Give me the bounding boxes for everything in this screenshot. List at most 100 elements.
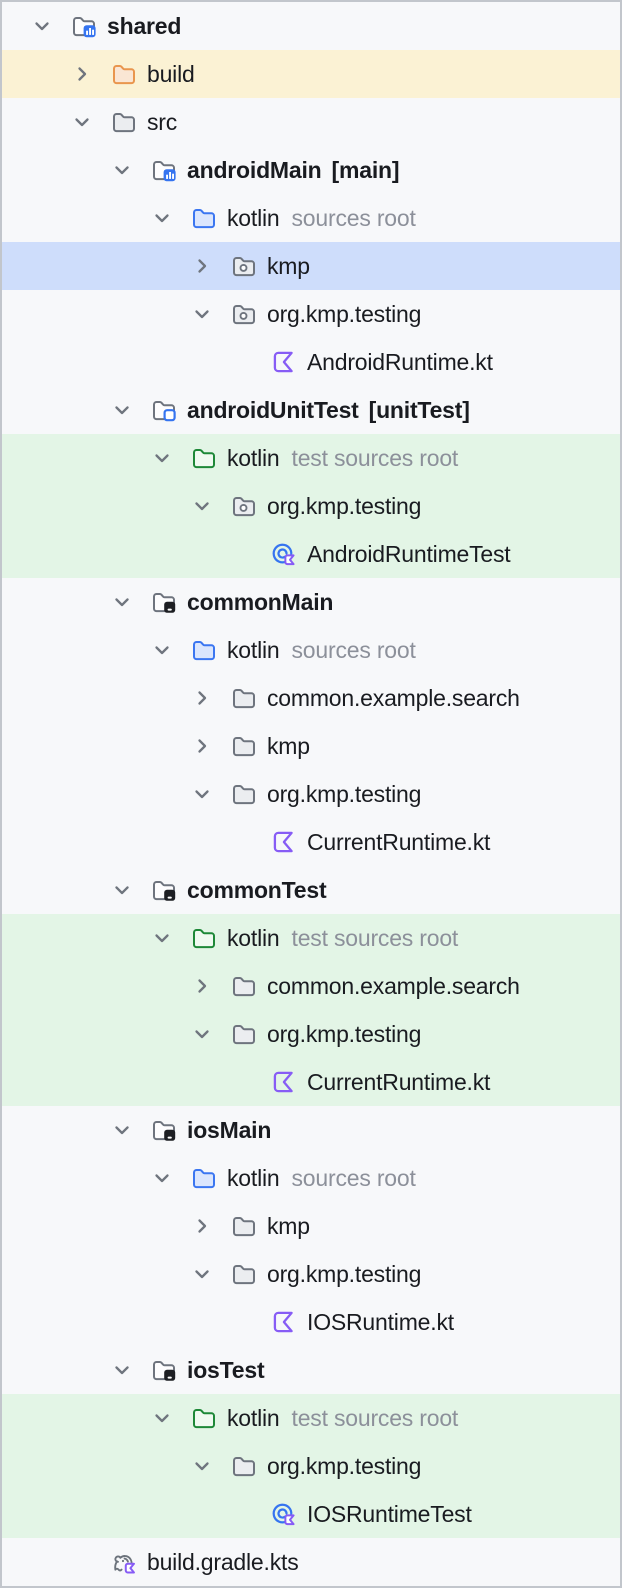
chevron-down-icon[interactable]	[148, 924, 176, 952]
folder-icon	[230, 684, 258, 712]
tree-item-label: AndroidRuntimeTest	[307, 540, 511, 567]
package-icon	[230, 492, 258, 520]
tree-item-label: src	[147, 108, 178, 135]
tree-item-label: kotlin	[227, 204, 280, 231]
tree-row-iostest[interactable]: iosTest	[2, 1346, 620, 1394]
chevron-down-icon[interactable]	[68, 108, 96, 136]
chevron-down-icon[interactable]	[108, 588, 136, 616]
tree-row-kmp[interactable]: kmp	[2, 242, 620, 290]
tree-item-suffix: [main]	[331, 156, 400, 183]
chevron-right-icon[interactable]	[188, 252, 216, 280]
tree-item-label: org.kmp.testing	[267, 780, 422, 807]
kotlin-file-icon	[270, 828, 298, 856]
tree-row-iosruntime-kt[interactable]: IOSRuntime.kt	[2, 1298, 620, 1346]
tree-row-kotlin[interactable]: kotlin sources root	[2, 626, 620, 674]
tree-row-org-kmp-testing[interactable]: org.kmp.testing	[2, 770, 620, 818]
chevron-down-icon[interactable]	[188, 1260, 216, 1288]
chevron-down-icon[interactable]	[108, 156, 136, 184]
tree-item-label: IOSRuntimeTest	[307, 1500, 472, 1527]
tree-row-kotlin[interactable]: kotlin sources root	[2, 194, 620, 242]
chevron-down-icon[interactable]	[188, 300, 216, 328]
chevron-right-icon[interactable]	[68, 60, 96, 88]
tree-item-label: kotlin	[227, 1164, 280, 1191]
tree-item-label: kmp	[267, 1212, 310, 1239]
tree-item-label: iosMain	[187, 1116, 272, 1143]
tree-row-iosruntimetest[interactable]: IOSRuntimeTest	[2, 1490, 620, 1538]
module-common-icon	[150, 1356, 178, 1384]
chevron-down-icon[interactable]	[108, 396, 136, 424]
tree-row-org-kmp-testing[interactable]: org.kmp.testing	[2, 482, 620, 530]
tree-row-androidmain[interactable]: androidMain [main]	[2, 146, 620, 194]
chevron-down-icon[interactable]	[108, 876, 136, 904]
tree-row-androidruntimetest[interactable]: AndroidRuntimeTest	[2, 530, 620, 578]
tree-item-label: build.gradle.kts	[147, 1548, 299, 1575]
chevron-down-icon[interactable]	[188, 492, 216, 520]
tree-row-common-example-search[interactable]: common.example.search	[2, 674, 620, 722]
chevron-right-icon[interactable]	[188, 1212, 216, 1240]
tree-item-hint: test sources root	[291, 924, 459, 951]
tree-row-common-example-search[interactable]: common.example.search	[2, 962, 620, 1010]
chevron-right-icon[interactable]	[188, 972, 216, 1000]
tree-item-hint: sources root	[291, 636, 416, 663]
tree-row-currentruntime-kt[interactable]: CurrentRuntime.kt	[2, 818, 620, 866]
tree-item-label: kotlin	[227, 636, 280, 663]
tree-item-label: org.kmp.testing	[267, 492, 422, 519]
tree-row-build-gradle-kts[interactable]: build.gradle.kts	[2, 1538, 620, 1586]
tree-row-src[interactable]: src	[2, 98, 620, 146]
tree-row-org-kmp-testing[interactable]: org.kmp.testing	[2, 1250, 620, 1298]
chevron-down-icon[interactable]	[148, 1404, 176, 1432]
chevron-down-icon[interactable]	[108, 1116, 136, 1144]
chevron-spacer	[228, 828, 256, 856]
tree-item-label: shared	[107, 12, 182, 39]
module-common-icon	[150, 1116, 178, 1144]
folder-icon	[230, 732, 258, 760]
kotlin-file-icon	[270, 1308, 298, 1336]
chevron-down-icon[interactable]	[148, 1164, 176, 1192]
chevron-down-icon[interactable]	[188, 1452, 216, 1480]
tree-row-build[interactable]: build	[2, 50, 620, 98]
chevron-down-icon[interactable]	[148, 636, 176, 664]
tree-item-hint: sources root	[291, 204, 416, 231]
tree-item-label: androidMain	[187, 156, 322, 183]
chevron-down-icon[interactable]	[28, 12, 56, 40]
chevron-down-icon[interactable]	[188, 1020, 216, 1048]
folder-excluded-icon	[110, 60, 138, 88]
package-icon	[230, 300, 258, 328]
tree-row-androidruntime-kt[interactable]: AndroidRuntime.kt	[2, 338, 620, 386]
chevron-spacer	[228, 348, 256, 376]
folder-test-root-icon	[190, 444, 218, 472]
chevron-down-icon[interactable]	[108, 1356, 136, 1384]
chevron-down-icon[interactable]	[188, 780, 216, 808]
tree-row-kmp[interactable]: kmp	[2, 1202, 620, 1250]
tree-item-hint: test sources root	[291, 1404, 459, 1431]
tree-row-currentruntime-kt[interactable]: CurrentRuntime.kt	[2, 1058, 620, 1106]
tree-row-commonmain[interactable]: commonMain	[2, 578, 620, 626]
tree-row-androidunittest[interactable]: androidUnitTest[unitTest]	[2, 386, 620, 434]
chevron-down-icon[interactable]	[148, 204, 176, 232]
folder-icon	[110, 108, 138, 136]
tree-row-org-kmp-testing[interactable]: org.kmp.testing	[2, 1010, 620, 1058]
module-test-icon	[150, 396, 178, 424]
module-common-icon	[150, 876, 178, 904]
tree-item-label: kmp	[267, 252, 310, 279]
tree-item-label: org.kmp.testing	[267, 300, 422, 327]
chevron-right-icon[interactable]	[188, 732, 216, 760]
tree-row-commontest[interactable]: commonTest	[2, 866, 620, 914]
folder-icon	[230, 780, 258, 808]
tree-row-kmp[interactable]: kmp	[2, 722, 620, 770]
folder-test-root-icon	[190, 1404, 218, 1432]
chevron-down-icon[interactable]	[148, 444, 176, 472]
tree-item-label: IOSRuntime.kt	[307, 1308, 454, 1335]
tree-row-org-kmp-testing[interactable]: org.kmp.testing	[2, 290, 620, 338]
chevron-right-icon[interactable]	[188, 684, 216, 712]
tree-row-org-kmp-testing[interactable]: org.kmp.testing	[2, 1442, 620, 1490]
module-common-icon	[150, 588, 178, 616]
tree-row-shared[interactable]: shared	[2, 2, 620, 50]
tree-row-iosmain[interactable]: iosMain	[2, 1106, 620, 1154]
kotlin-file-icon	[270, 348, 298, 376]
